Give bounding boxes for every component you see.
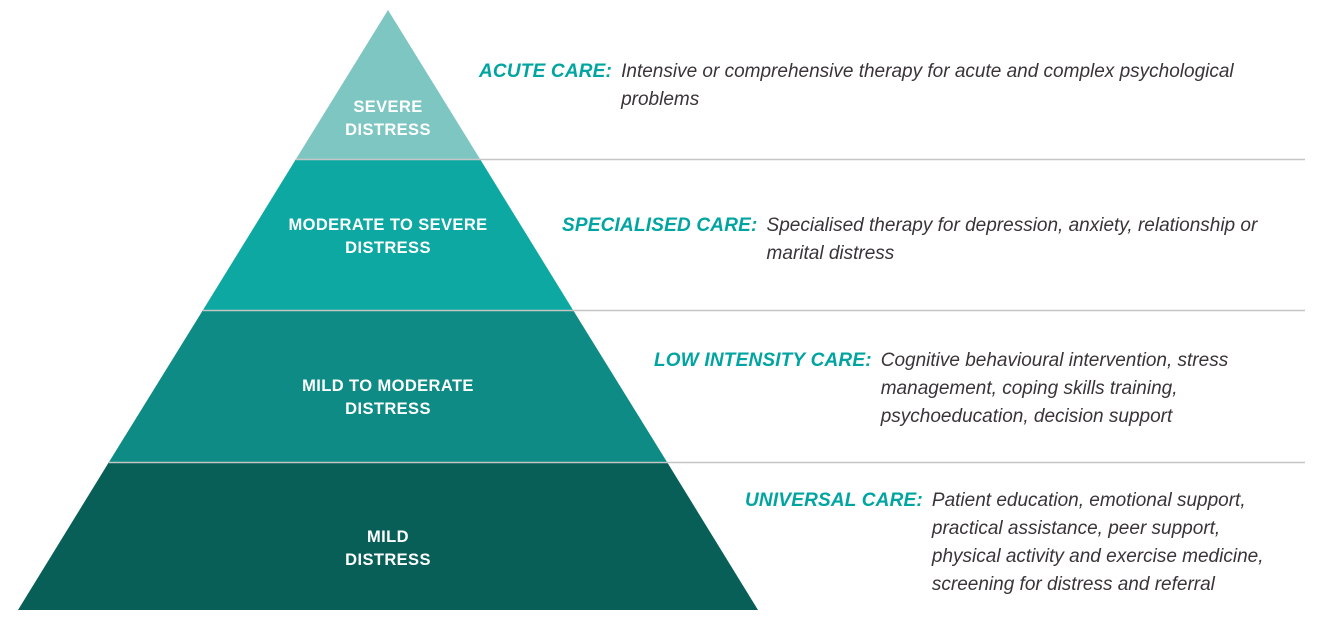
care-description-specialised: Specialised therapy for depression, anxi… [766,215,1258,264]
tier-label-mild-distress: MILD DISTRESS [345,528,431,569]
care-label-universal: UNIVERSAL CARE: [745,490,923,511]
care-label-acute: ACUTE CARE: [479,61,613,82]
care-description-acute: Intensive or comprehensive therapy for a… [621,61,1234,110]
care-label-specialised: SPECIALISED CARE: [562,215,758,236]
tier-label-mild-to-moderate-distress: MILD TO MODERATE DISTRESS [302,377,474,418]
tier-label-severe-distress: SEVERE DISTRESS [345,98,431,139]
pyramid-tier-mild-shape [18,462,758,610]
care-label-low-intensity: LOW INTENSITY CARE: [654,350,872,371]
care-description-universal: Patient education, emotional support, pr… [931,490,1264,595]
care-level-row-specialised: SPECIALISED CARE: Specialised therapy fo… [562,212,1257,268]
pyramid-tier-mild-moderate-shape [109,310,667,462]
care-level-row-universal: UNIVERSAL CARE: Patient education, emoti… [745,487,1263,599]
pyramid-tier-moderate-severe-shape [203,159,573,310]
care-level-row-low-intensity: LOW INTENSITY CARE: Cognitive behavioura… [654,347,1228,431]
care-level-row-acute: ACUTE CARE: Intensive or comprehensive t… [479,58,1234,114]
care-description-low-intensity: Cognitive behavioural intervention, stre… [880,350,1229,427]
tier-label-moderate-to-severe-distress: MODERATE TO SEVERE DISTRESS [288,216,488,257]
pyramid-tier-severe-shape [296,10,480,159]
